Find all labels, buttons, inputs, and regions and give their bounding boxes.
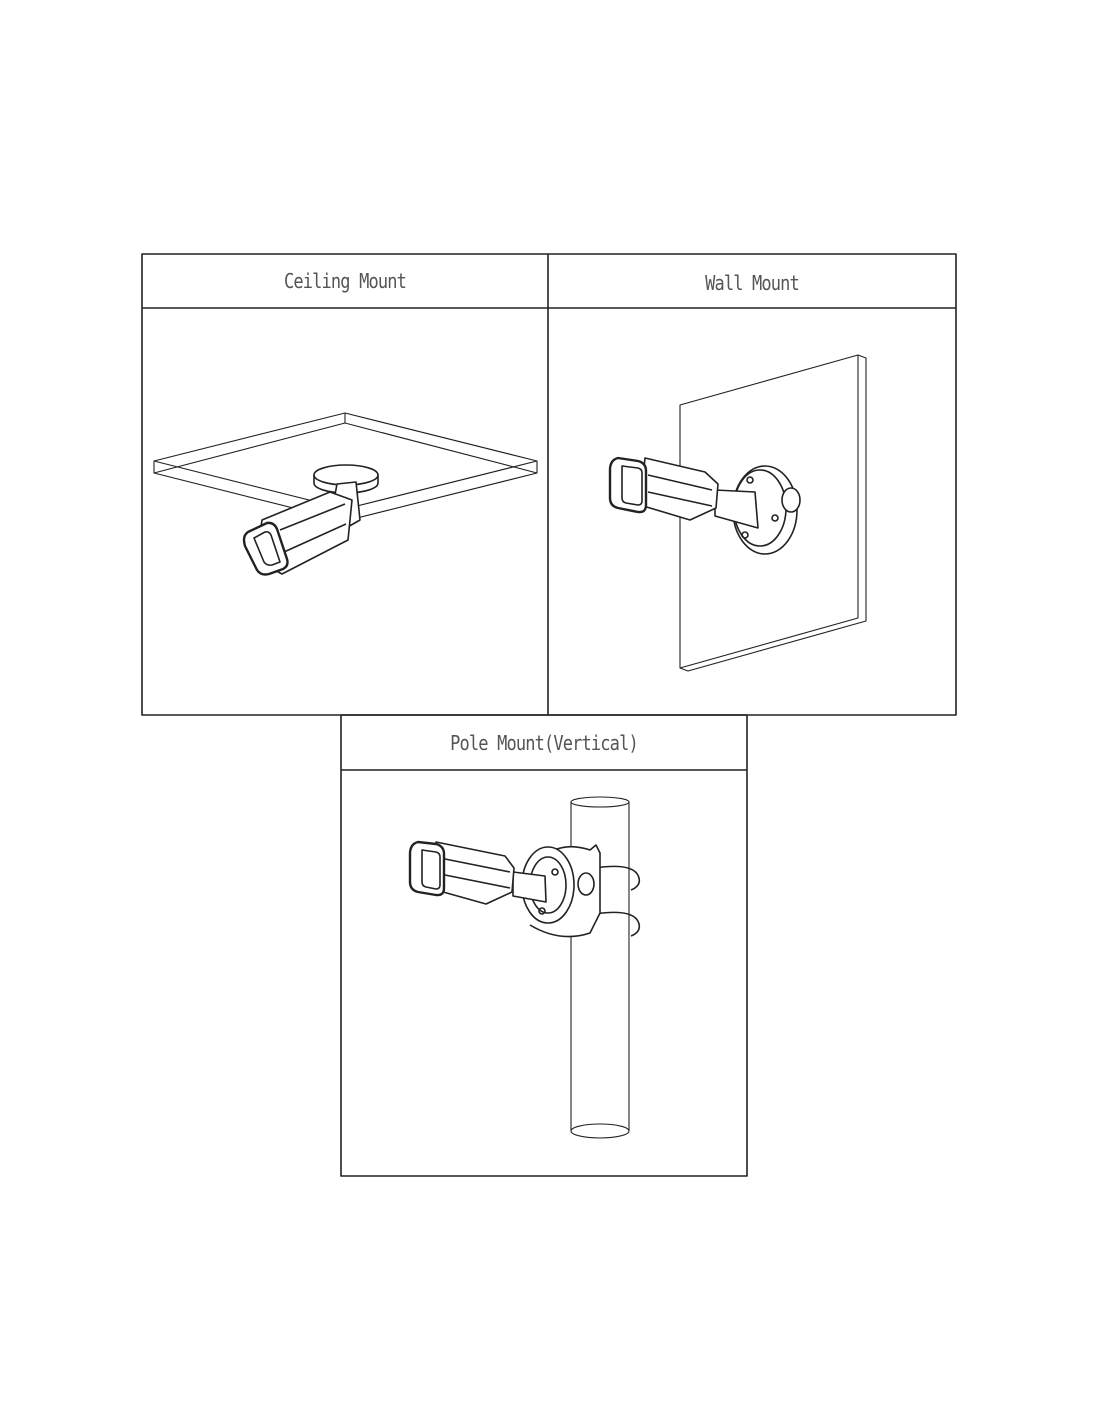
ceiling-mount-illustration [153, 412, 538, 576]
wall-mount-illustration [608, 354, 867, 672]
pole-mount-illustration [408, 796, 641, 1139]
ceiling-mount-title: Ceiling Mount [283, 269, 407, 293]
wall-mount-title: Wall Mount [705, 271, 800, 295]
table-grid [141, 253, 957, 1177]
pole-mount-title: Pole Mount(Vertical) [450, 730, 639, 755]
